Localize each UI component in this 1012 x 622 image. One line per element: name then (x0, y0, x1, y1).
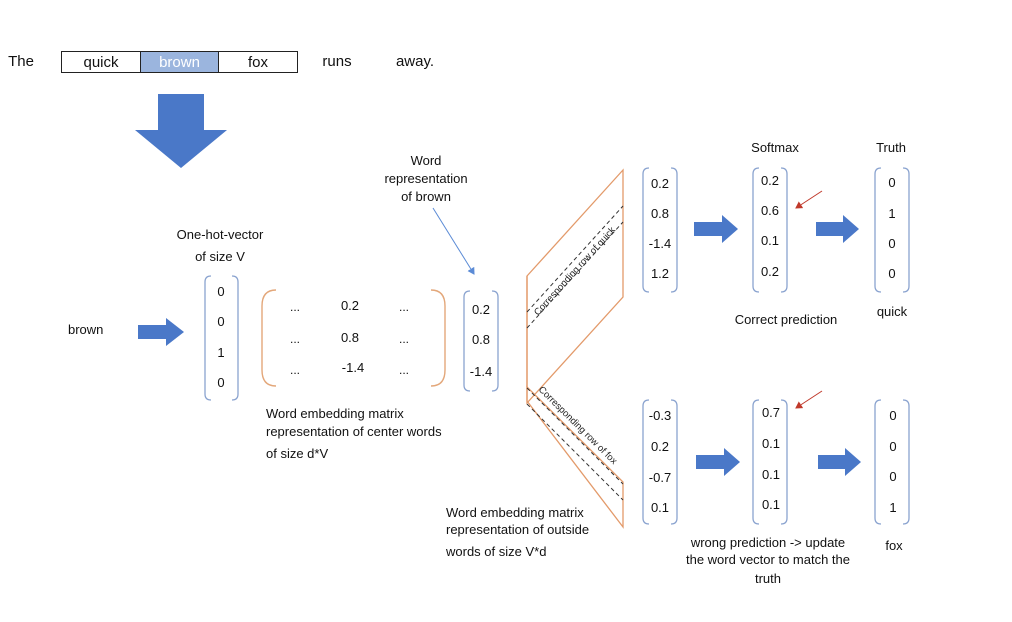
word-representation-label-line3: of brown (401, 189, 451, 204)
arrow-brown-to-onehot-icon (138, 318, 184, 346)
top-softmax-value: 0.6 (760, 203, 780, 218)
correct-prediction-label: Correct prediction (734, 312, 838, 327)
softmax-header: Softmax (751, 140, 799, 155)
center-matrix-cell: ... (289, 300, 300, 314)
sentence-word-runs: runs (322, 53, 352, 70)
truth-word-top: quick (876, 304, 908, 319)
top-truth-brackets (874, 167, 910, 293)
bottom-softmax-value: 0.1 (761, 467, 781, 482)
sentence-word-the: The (8, 53, 34, 70)
outside-matrix-caption-line2: representation of outside (446, 522, 590, 537)
top-softmax-value: 0.2 (760, 264, 780, 279)
top-softmax-brackets (752, 167, 788, 293)
bottom-score-value: 0.1 (650, 500, 670, 515)
top-truth-value: 1 (888, 206, 896, 221)
truth-word-bottom: fox (885, 538, 903, 553)
bottom-softmax-value: 0.7 (761, 405, 781, 420)
bottom-truth-value: 0 (889, 469, 897, 484)
outside-matrix-parallelograms (526, 168, 624, 529)
arrow-top-softmax-to-truth-icon (816, 215, 859, 243)
top-score-value: 0.8 (650, 206, 670, 221)
top-score-value: 0.2 (650, 176, 670, 191)
wrong-prediction-label-line1: wrong prediction -> update (690, 535, 846, 550)
bottom-score-value: 0.2 (650, 439, 670, 454)
center-matrix-caption-line1: Word embedding matrix (266, 406, 404, 421)
top-truth-value: 0 (888, 236, 896, 251)
top-score-value: 1.2 (650, 266, 670, 281)
center-matrix-cell: ... (289, 363, 300, 377)
one-hot-title: One-hot-vector (176, 227, 264, 242)
top-scores-brackets (642, 167, 678, 293)
outside-matrix-caption-line3: words of size V*d (446, 544, 547, 559)
arrow-top-scores-to-softmax-icon (694, 215, 738, 243)
bottom-score-value: -0.7 (648, 470, 672, 485)
bottom-truth-value: 0 (889, 439, 897, 454)
bottom-score-value: -0.3 (648, 408, 672, 423)
one-hot-value: 1 (217, 345, 225, 360)
word-vector-value: 0.8 (471, 332, 491, 347)
center-matrix-cell: ... (398, 332, 409, 346)
center-matrix-cell: -1.4 (341, 360, 365, 375)
top-softmax-value: 0.2 (760, 173, 780, 188)
one-hot-value: 0 (217, 284, 225, 299)
word-representation-label-line2: representation (384, 171, 468, 186)
bottom-truth-value: 1 (889, 500, 897, 515)
bottom-softmax-brackets (752, 399, 788, 525)
word-vector-brackets (463, 290, 499, 392)
one-hot-size: of size V (195, 249, 245, 264)
sentence-word-fox: fox (218, 51, 298, 73)
center-matrix-cell: 0.8 (340, 330, 360, 345)
one-hot-value: 0 (217, 314, 225, 329)
center-matrix-caption-line3: of size d*V (266, 446, 329, 461)
center-matrix-cell: ... (289, 332, 300, 346)
top-truth-value: 0 (888, 175, 896, 190)
arrow-bottom-scores-to-softmax-icon (696, 448, 740, 476)
center-matrix-caption-line2: representation of center words (266, 424, 442, 439)
one-hot-brackets (204, 275, 239, 401)
center-matrix-cell: 0.2 (340, 298, 360, 313)
row-dashed-lines (526, 205, 624, 501)
word-vector-value: -1.4 (469, 364, 493, 379)
center-word-label: brown (68, 322, 104, 337)
center-matrix-cell: ... (398, 363, 409, 377)
bottom-softmax-value: 0.1 (761, 497, 781, 512)
truth-header: Truth (876, 140, 906, 155)
word-vector-value: 0.2 (471, 302, 491, 317)
one-hot-value: 0 (217, 375, 225, 390)
center-matrix-cell: ... (398, 300, 409, 314)
pointer-arrow-icon (432, 207, 475, 275)
top-score-value: -1.4 (648, 236, 672, 251)
bottom-softmax-value: 0.1 (761, 436, 781, 451)
sentence-word-away: away. (395, 53, 435, 70)
wrong-prediction-label-line2: the word vector to match the (685, 552, 851, 567)
top-softmax-value: 0.1 (760, 233, 780, 248)
red-annotation-arrow-bottom-icon (795, 390, 823, 409)
center-matrix-brackets (261, 289, 446, 387)
row-label-quick: Corresponding row of quick (532, 225, 618, 318)
bottom-truth-value: 0 (889, 408, 897, 423)
red-annotation-arrow-top-icon (795, 190, 823, 209)
outside-matrix-caption-line1: Word embedding matrix (446, 505, 584, 520)
arrow-bottom-softmax-to-truth-icon (818, 448, 861, 476)
big-down-arrow-icon (135, 94, 227, 168)
bottom-scores-brackets (642, 399, 678, 525)
sentence-word-brown-highlighted: brown (140, 51, 219, 73)
word-representation-label-line1: Word (410, 153, 442, 168)
top-truth-value: 0 (888, 266, 896, 281)
bottom-truth-brackets (874, 399, 910, 525)
wrong-prediction-label-line3: truth (754, 571, 781, 586)
